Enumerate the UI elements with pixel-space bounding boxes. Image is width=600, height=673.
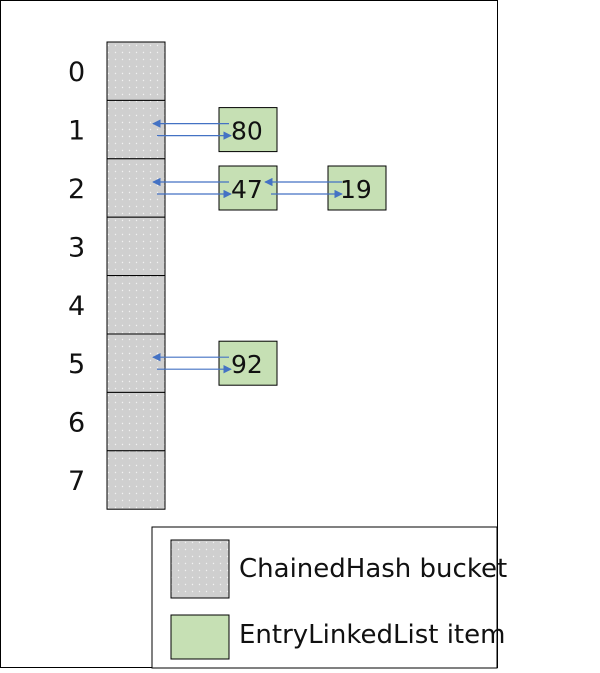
linked-list-items: 80 47 19 92 [218,107,387,386]
bucket-cell [106,391,166,452]
list-item-value: 47 [231,175,263,204]
bucket-index: 2 [68,174,85,205]
list-item-value: 92 [231,350,263,379]
legend-item-label: EntryLinkedList item [239,620,505,650]
bucket-index: 5 [68,349,85,380]
legend: ChainedHash bucket EntryLinkedList item [151,526,507,669]
bucket-index-labels: 0 1 2 3 4 5 6 7 [68,57,85,497]
legend-bucket-label: ChainedHash bucket [239,554,507,584]
legend-item-swatch [170,614,230,660]
link-arrows [152,119,343,374]
bucket-index: 1 [68,116,85,147]
bucket-cell [106,333,166,393]
bucket-column [106,41,166,510]
list-item-box [218,165,278,211]
bucket-index: 6 [68,408,85,439]
list-item-value: 19 [340,175,372,204]
bucket-index: 7 [68,466,85,497]
legend-bucket-swatch [170,539,230,599]
list-item-box [218,107,278,153]
bucket-index: 0 [68,57,85,88]
bucket-index: 4 [68,291,85,322]
bucket-cell [106,41,166,101]
bucket-index: 3 [68,232,85,263]
bucket-cell [106,99,166,160]
bucket-cell [106,158,166,218]
list-item-box [218,340,278,386]
list-item-box [327,165,387,211]
bucket-cell [106,275,166,335]
list-item-value: 80 [231,117,263,146]
bucket-cell [106,216,166,277]
bucket-cell [106,450,166,510]
